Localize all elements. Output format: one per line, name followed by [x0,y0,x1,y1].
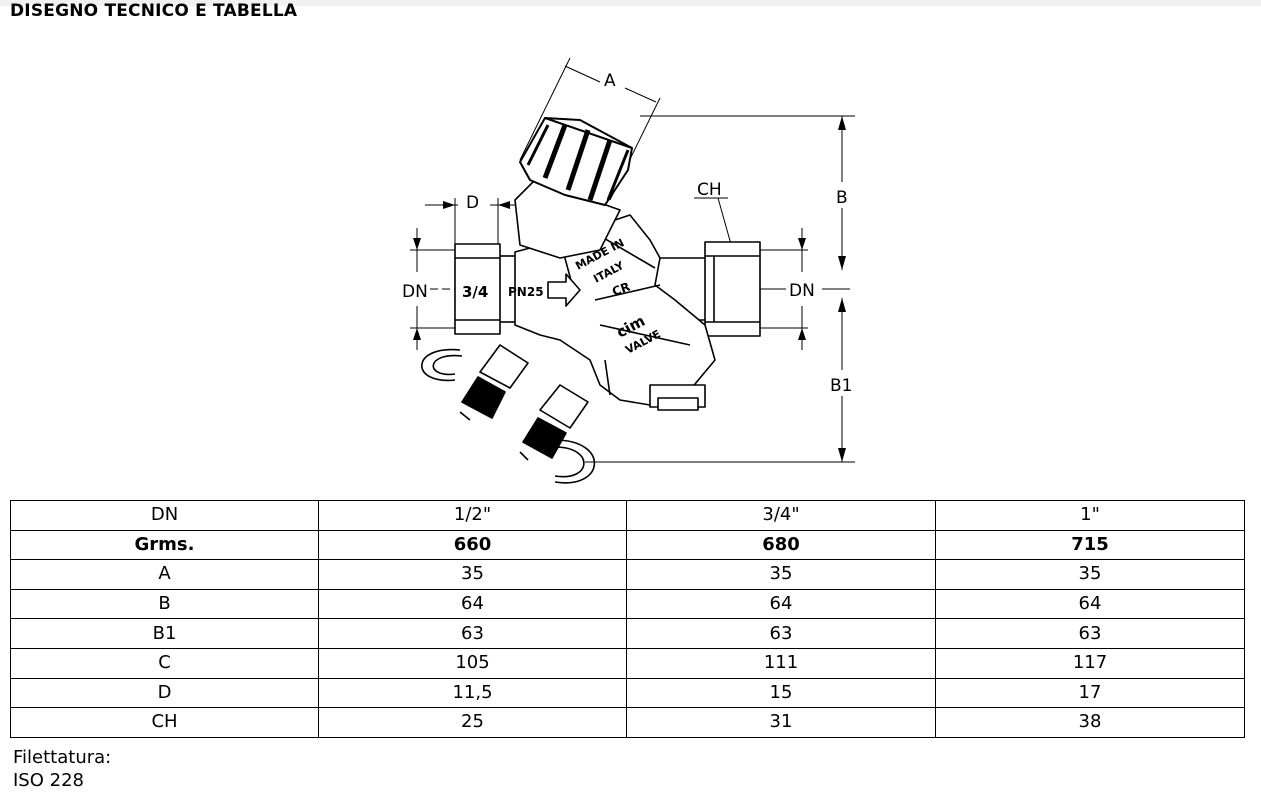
flow-arrow-icon [547,273,581,307]
row-label: C [10,647,319,679]
table-cell: 111 [626,647,936,679]
table-cell: 15 [626,677,936,709]
thread-note-label: Filettatura: [13,747,112,768]
table-cell: 25 [318,707,627,738]
row-label: B [10,588,319,620]
table-cell: 64 [626,588,936,620]
row-label: Grms. [10,529,319,561]
technical-drawing: A D CH B B1 DN DN 3/4 PN25 MADE IN ITALY… [402,57,855,484]
table-cell: 17 [935,677,1245,709]
thread-note: Filettatura: ISO 228 [13,746,111,792]
table-cell: 680 [626,529,936,561]
row-label: DN [10,500,319,531]
table-cell: 64 [318,588,627,620]
table-cell: 35 [935,559,1245,590]
top-bar [0,0,1261,6]
table-cell: 715 [935,529,1245,561]
right-connection [660,241,761,337]
row-label: B1 [10,618,319,649]
section-title: DISEGNO TECNICO E TABELLA [10,1,298,21]
table-cell: 38 [935,707,1245,738]
test-point-upper [421,344,529,421]
table-cell: 63 [935,618,1245,649]
row-label: D [10,677,319,709]
table-cell: 63 [626,618,936,649]
logo-cr-mark: CR [610,279,632,298]
valve-body [514,214,716,411]
table-cell: 31 [626,707,936,738]
dim-b-label: B [836,188,848,208]
test-point-lower [519,384,596,484]
handwheel [514,117,633,259]
table-cell: 105 [318,647,627,679]
table-cell: 35 [626,559,936,590]
left-connection [454,243,515,335]
table-cell: 1/2" [318,500,627,531]
size-mark: 3/4 [462,283,488,301]
table-cell: 63 [318,618,627,649]
table-cell: 3/4" [626,500,936,531]
dim-a-label: A [604,71,616,91]
table-cell: 660 [318,529,627,561]
table-cell: 1" [935,500,1245,531]
table-cell: 35 [318,559,627,590]
table-cell: 117 [935,647,1245,679]
row-label: A [10,559,319,590]
pressure-mark: PN25 [508,285,544,299]
row-label: CH [10,707,319,738]
thread-note-value: ISO 228 [13,770,84,791]
table-cell: 64 [935,588,1245,620]
dim-d-label: D [466,193,479,213]
dim-dn-left-label: DN [402,282,428,302]
dim-dn-right-label: DN [789,281,815,301]
table-cell: 11,5 [318,677,627,709]
dim-ch-label: CH [697,180,722,200]
dim-b1-label: B1 [830,376,852,396]
